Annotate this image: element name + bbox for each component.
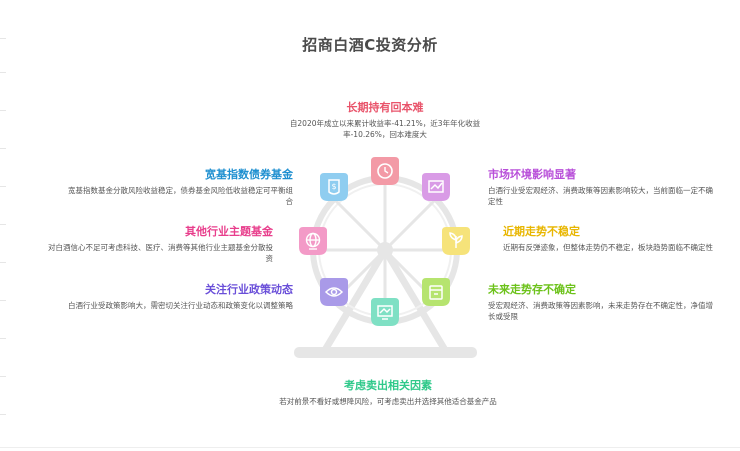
- node-left1-heading: 宽基指数债券基金: [205, 168, 293, 181]
- node-right2: 近期走势不稳定 近期有反弹迹象，但整体走势仍不稳定，板块趋势面临不确定性: [503, 223, 728, 253]
- page-title: 招商白酒C投资分析: [302, 36, 438, 54]
- cabin-growth: [442, 227, 470, 255]
- eye-icon: [324, 287, 344, 297]
- edge-tick: [0, 300, 6, 301]
- world-icon: [305, 232, 321, 250]
- node-bottom: 考虑卖出相关因素 若对前景不看好或想降风险，可考虑卖出并选择其他适合基金产品: [268, 377, 508, 407]
- cabin-world: [299, 227, 327, 255]
- node-bottom-desc: 若对前景不看好或想降风险，可考虑卖出并选择其他适合基金产品: [279, 397, 497, 406]
- wheel-base: [294, 347, 477, 358]
- node-right1-desc: 白酒行业受宏观经济、消费政策等因素影响较大，当前面临一定不确定性: [488, 186, 713, 206]
- cabin-eye: [320, 278, 348, 306]
- node-left3-heading: 关注行业政策动态: [205, 283, 293, 296]
- edge-tick: [0, 148, 6, 149]
- footer-divider: [0, 447, 740, 448]
- node-right2-desc: 近期有反弹迹象，但整体走势仍不稳定，板块趋势面临不确定性: [503, 243, 713, 252]
- calendar-icon: [429, 285, 443, 300]
- chart-icon: [428, 180, 444, 193]
- edge-tick: [0, 414, 6, 415]
- wheel-supports: [321, 246, 449, 354]
- edge-tick: [0, 262, 6, 263]
- edge-tick: [0, 376, 6, 377]
- node-bottom-heading: 考虑卖出相关因素: [344, 379, 432, 392]
- cabin-coin: $: [320, 173, 348, 201]
- growth-icon: [449, 232, 463, 248]
- node-top-heading: 长期持有回本难: [346, 101, 424, 114]
- trend-icon: [377, 305, 393, 320]
- edge-tick: [0, 186, 6, 187]
- node-left2-heading: 其他行业主题基金: [185, 225, 273, 238]
- node-left1: 宽基指数债券基金 宽基指数基金分散风险收益稳定，债券基金风险低收益稳定可平衡组合: [63, 166, 293, 207]
- node-top: 长期持有回本难 自2020年成立以来累计收益率-41.21%，近3年年化收益率-…: [260, 99, 510, 140]
- node-right3-desc: 受宏观经济、消费政策等因素影响，未来走势存在不确定性，净值增长或受限: [488, 301, 713, 321]
- node-left3-desc: 白酒行业受政策影响大，需密切关注行业动态和政策变化以调整策略: [68, 301, 293, 310]
- node-right1: 市场环境影响显著 白酒行业受宏观经济、消费政策等因素影响较大，当前面临一定不确定…: [488, 166, 713, 207]
- edge-tick: [0, 338, 6, 339]
- svg-text:$: $: [331, 182, 336, 191]
- clock-icon: [377, 163, 393, 179]
- cabin-trend: [371, 298, 399, 326]
- node-left3: 关注行业政策动态 白酒行业受政策影响大，需密切关注行业动态和政策变化以调整策略: [63, 281, 293, 311]
- edge-tick: [0, 224, 6, 225]
- edge-tick: [0, 38, 6, 39]
- cabin-chart: [422, 173, 450, 201]
- edge-tick: [0, 72, 6, 73]
- cabin-calendar: [422, 278, 450, 306]
- cabins: $: [299, 157, 470, 326]
- node-left1-desc: 宽基指数基金分散风险收益稳定，债券基金风险低收益稳定可平衡组合: [68, 186, 293, 206]
- node-top-desc: 自2020年成立以来累计收益率-41.21%，近3年年化收益率-10.26%，回…: [289, 119, 481, 139]
- wheel-hub: [377, 242, 393, 258]
- edge-tick: [0, 110, 6, 111]
- cabin-clock: [371, 157, 399, 185]
- node-left2-desc: 对白酒信心不足可考虑科技、医疗、消费等其他行业主题基金分散投资: [48, 243, 273, 263]
- node-right3: 未来走势存不确定 受宏观经济、消费政策等因素影响，未来走势存在不确定性，净值增长…: [488, 281, 713, 322]
- coin-icon: $: [328, 179, 340, 195]
- node-right2-heading: 近期走势不稳定: [503, 225, 580, 238]
- node-left2: 其他行业主题基金 对白酒信心不足可考虑科技、医疗、消费等其他行业主题基金分散投资: [43, 223, 273, 264]
- node-right3-heading: 未来走势存不确定: [488, 283, 576, 296]
- node-right1-heading: 市场环境影响显著: [488, 168, 576, 181]
